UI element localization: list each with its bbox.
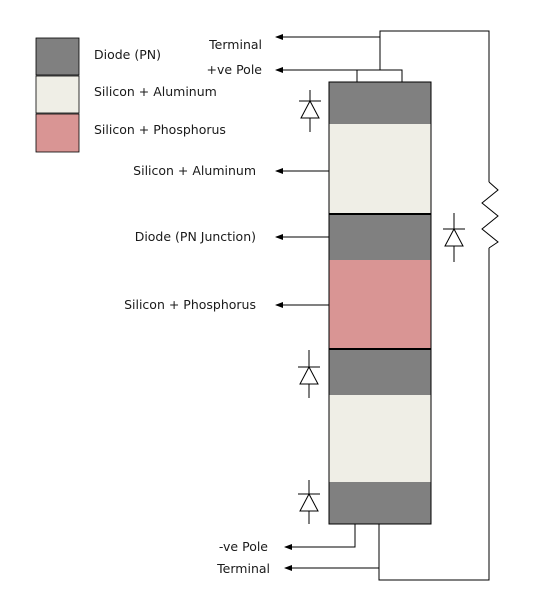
label-silicon-phosphorus: Silicon + Phosphorus: [124, 297, 256, 312]
wire-external-loop: [379, 30, 490, 182]
diode-symbol: [298, 350, 320, 398]
label-diode-junction: Diode (PN Junction): [134, 229, 256, 244]
legend-label-aluminum: Silicon + Aluminum: [94, 84, 217, 99]
stack-layer-diode-1: [329, 82, 431, 124]
wire-top-terminal: [275, 34, 381, 70]
stack-layer-aluminum-2: [329, 395, 431, 482]
legend-swatch-phosphorus: [35, 113, 80, 153]
legend-label-diode: Diode (PN): [94, 47, 161, 62]
stack-layer-diode-4: [329, 482, 431, 524]
legend-label-phosphorus: Silicon + Phosphorus: [94, 122, 226, 137]
stack-layer-aluminum-1: [329, 124, 431, 214]
diode-symbol: [298, 480, 320, 524]
resistor-symbol: [481, 181, 499, 249]
diode-symbol: [299, 90, 321, 132]
stack-outline: [328, 81, 432, 525]
stack-layer-diode-3: [329, 349, 431, 395]
wire-external-loop: [378, 248, 490, 581]
legend-swatch-diode: [35, 37, 80, 76]
stack-layer-diode-2: [329, 214, 431, 260]
label-silicon-aluminum: Silicon + Aluminum: [133, 163, 256, 178]
wire-negative-pole: [284, 524, 356, 550]
diode-symbol: [443, 213, 465, 262]
positive-pole-cap: [356, 69, 403, 83]
legend-swatch-aluminum: [35, 75, 80, 114]
label-terminal-bottom: Terminal: [217, 561, 270, 576]
stack-layer-phosphorus: [329, 260, 431, 349]
label-negative-pole: -ve Pole: [218, 539, 268, 554]
label-positive-pole: +ve Pole: [206, 62, 262, 77]
label-terminal-top: Terminal: [209, 37, 262, 52]
